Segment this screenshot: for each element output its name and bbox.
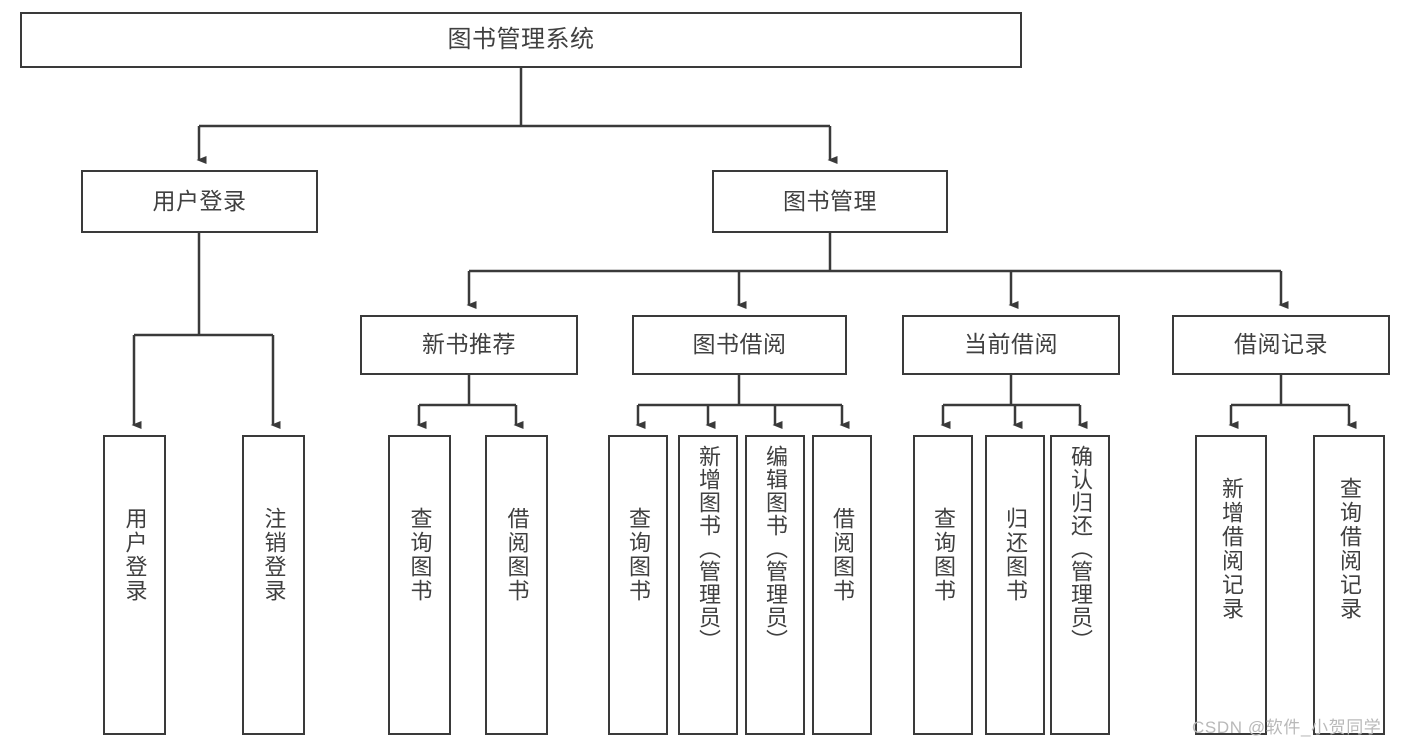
node-book-manage[interactable]: 图书管理 <box>712 170 948 233</box>
watermark: CSDN @软件_小贺同学 <box>1192 718 1382 737</box>
leaf-rec-borrow[interactable]: 借阅图书 <box>485 435 548 735</box>
leaf-rec-add[interactable]: 新增借阅记录 <box>1195 435 1267 735</box>
node-user-login[interactable]: 用户登录 <box>81 170 318 233</box>
node-borrow-record-label: 借阅记录 <box>1234 331 1328 358</box>
node-root[interactable]: 图书管理系统 <box>20 12 1022 68</box>
node-book-manage-label: 图书管理 <box>783 187 877 214</box>
leaf-rec-query[interactable]: 查询图书 <box>388 435 451 735</box>
leaf-cur-return-label: 归还图书 <box>1003 507 1028 603</box>
leaf-cur-return[interactable]: 归还图书 <box>985 435 1045 735</box>
leaf-borrow-lend-label: 借阅图书 <box>830 507 855 603</box>
node-book-borrow[interactable]: 图书借阅 <box>632 315 847 375</box>
leaf-rec-search[interactable]: 查询借阅记录 <box>1313 435 1385 735</box>
leaf-user-logout-label: 注销登录 <box>261 507 287 603</box>
node-root-label: 图书管理系统 <box>447 25 595 53</box>
leaf-borrow-edit[interactable]: 编辑图书（管理员） <box>745 435 805 735</box>
leaf-borrow-add[interactable]: 新增图书（管理员） <box>678 435 738 735</box>
leaf-rec-query-label: 查询图书 <box>407 507 433 603</box>
node-borrow-record[interactable]: 借阅记录 <box>1172 315 1390 375</box>
leaf-rec-search-label: 查询借阅记录 <box>1337 477 1362 621</box>
leaf-cur-query[interactable]: 查询图书 <box>913 435 973 735</box>
leaf-rec-add-label: 新增借阅记录 <box>1219 477 1244 621</box>
leaf-borrow-query-label: 查询图书 <box>626 507 651 603</box>
leaf-borrow-add-label: 新增图书（管理员） <box>696 445 721 652</box>
leaf-user-login-label: 用户登录 <box>122 507 148 603</box>
leaf-user-login[interactable]: 用户登录 <box>103 435 166 735</box>
leaf-cur-confirm-label: 确认归还（管理员） <box>1068 445 1093 652</box>
leaf-cur-confirm[interactable]: 确认归还（管理员） <box>1050 435 1110 735</box>
node-book-borrow-label: 图书借阅 <box>692 331 787 358</box>
leaf-rec-borrow-label: 借阅图书 <box>504 507 530 603</box>
node-current-borrow-label: 当前借阅 <box>964 331 1058 358</box>
node-new-book-rec-label: 新书推荐 <box>422 331 516 358</box>
leaf-user-logout[interactable]: 注销登录 <box>242 435 305 735</box>
leaf-borrow-lend[interactable]: 借阅图书 <box>812 435 872 735</box>
leaf-cur-query-label: 查询图书 <box>931 507 956 603</box>
node-new-book-rec[interactable]: 新书推荐 <box>360 315 578 375</box>
node-current-borrow[interactable]: 当前借阅 <box>902 315 1120 375</box>
node-user-login-label: 用户登录 <box>152 187 247 214</box>
leaf-borrow-edit-label: 编辑图书（管理员） <box>763 445 788 652</box>
leaf-borrow-query[interactable]: 查询图书 <box>608 435 668 735</box>
